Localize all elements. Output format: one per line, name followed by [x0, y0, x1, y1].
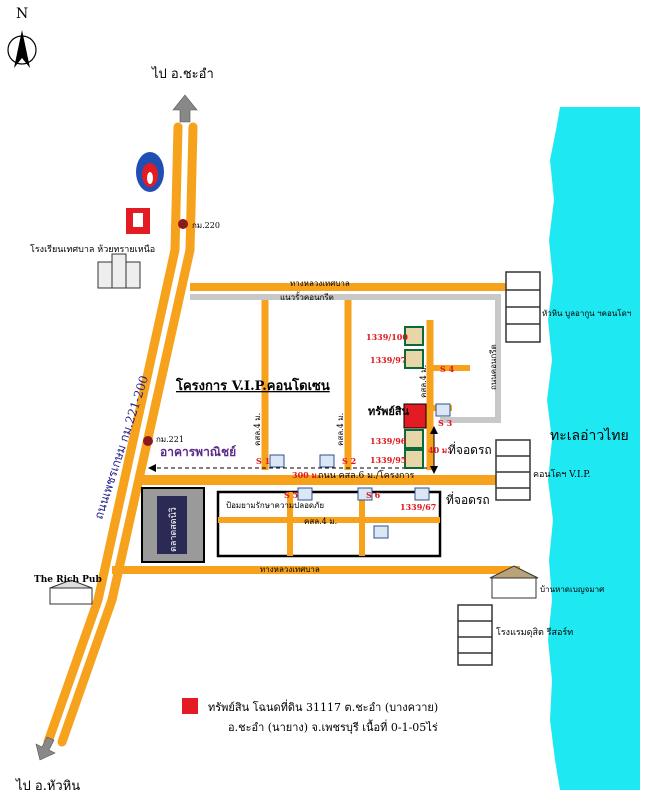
photo-icon-s1	[269, 454, 285, 468]
label-house: บ้านหาดเบญจมาศ	[540, 585, 604, 594]
photo-spots	[269, 403, 451, 539]
house-icon	[489, 565, 539, 599]
label-soi4-a: คสล.4 ม.	[253, 413, 262, 446]
tower-top-right-icon	[505, 271, 541, 343]
label-plot-100: 1339/100	[366, 332, 408, 342]
label-sea: ทะเลอ่าวไทย	[550, 427, 629, 444]
label-parking2: ที่จอดรถ	[446, 491, 490, 507]
label-plot-96: 1339/96	[370, 436, 407, 446]
school-building-icon	[97, 253, 141, 289]
label-concrete-wall: แนวรั้วคอนกรีต	[280, 291, 334, 302]
plot-icon-100	[404, 326, 424, 346]
photo-icon-s2	[319, 454, 335, 468]
main-highway	[43, 122, 198, 747]
label-s1: S 1	[256, 456, 270, 466]
rich-pub-building-icon	[49, 579, 93, 605]
tower-vip-icon	[495, 439, 531, 501]
label-condo-vip: คอนโดฯ V.I.P.	[533, 469, 591, 480]
label-s5: S 5	[284, 490, 298, 500]
photo-icon-s6	[357, 487, 373, 501]
label-s6: S 6	[366, 490, 381, 500]
arrow-north	[172, 94, 198, 123]
width-arrow-down	[430, 466, 438, 474]
distance-arrow	[148, 464, 156, 472]
label-parking1: ที่จอดรถ	[448, 441, 492, 457]
legend-asset-swatch	[182, 698, 198, 714]
label-soi4-d: คสล.4 ม.	[304, 517, 337, 526]
label-project: โครงการ V.I.P.คอนโดเซน	[175, 377, 330, 394]
label-km221: กม.221	[156, 435, 184, 444]
label-safety-post: ป้อมยามรักษาความปลอดภัย	[226, 501, 324, 510]
school-sign-mark	[133, 213, 143, 227]
km221-marker	[143, 436, 153, 446]
legend-line-1: ทรัพย์สิน โฉนดที่ดิน 31117 ต.ชะอำ (บางคว…	[208, 699, 438, 714]
km220-marker	[178, 219, 188, 229]
asset-plot	[403, 403, 427, 429]
label-s2: S 2	[342, 456, 356, 466]
label-muni-road-bottom: ทางหลวงเทศบาล	[260, 565, 320, 574]
plot-icon-96	[404, 429, 424, 449]
label-s3: S 3	[438, 418, 453, 428]
label-km220: กม.220	[192, 221, 220, 230]
label-school: โรงเรียนเทศบาล ห้วยทรายเหนือ	[30, 244, 155, 255]
gas-station-icon	[136, 152, 164, 192]
concrete-wall	[190, 294, 501, 423]
label-width40: 40 ม.	[428, 445, 450, 455]
label-commercial: อาคารพาณิชย์	[160, 445, 236, 459]
photo-icon-67	[414, 487, 430, 501]
plot-icon-95	[404, 449, 424, 469]
label-plot-67: 1339/67	[400, 502, 436, 512]
label-road6: ถนน คสล.6 ม./โครงการ	[318, 470, 415, 481]
label-hotel-bottom: โรงแรมดุสิต รีสอร์ท	[496, 626, 573, 638]
sea-area	[547, 107, 640, 790]
label-concrete-road-vertical: ถนนคอนกรีต	[489, 344, 498, 390]
label-to-chaam: ไป อ.ชะอำ	[151, 66, 214, 82]
width-arrow-up	[430, 426, 438, 434]
project-block	[216, 490, 442, 558]
label-market-sign: ตลาดสดนิวิ	[168, 507, 179, 552]
label-s4: S 4	[440, 364, 455, 374]
label-soi4-c: คสล.4 ม.	[419, 365, 428, 398]
label-distance: 300 ม.	[292, 470, 320, 480]
plot-icon-97	[404, 349, 424, 369]
tower-dusit-icon	[457, 604, 493, 666]
label-muni-road-top: ทางหลวงเทศบาล	[290, 279, 350, 288]
photo-icon-a	[373, 525, 389, 539]
photo-icon-s5	[297, 487, 313, 501]
legend-line-2: อ.ชะอำ (นายาง) จ.เพชรบุรี เนื้อที่ 0-1-0…	[228, 719, 438, 734]
north-label: N	[16, 6, 28, 22]
photo-icon-s3	[435, 403, 451, 417]
plot-icons	[404, 326, 424, 469]
label-plot-97: 1339/97	[370, 355, 406, 365]
label-to-huahin: ไป อ.หัวหิน	[15, 778, 80, 794]
compass-icon	[7, 30, 37, 68]
label-asset: ทรัพย์สิน	[368, 405, 410, 418]
label-rich-pub: The Rich Pub	[34, 575, 102, 585]
market-building-inner	[157, 496, 187, 554]
label-plot-95: 1339/95	[370, 455, 406, 465]
label-soi4-b: คสล.4 ม.	[336, 413, 345, 446]
label-hotel-top: หัวหิน บูลอากูน ฯคอนโดฯ	[542, 308, 631, 319]
arrow-south	[35, 736, 56, 761]
